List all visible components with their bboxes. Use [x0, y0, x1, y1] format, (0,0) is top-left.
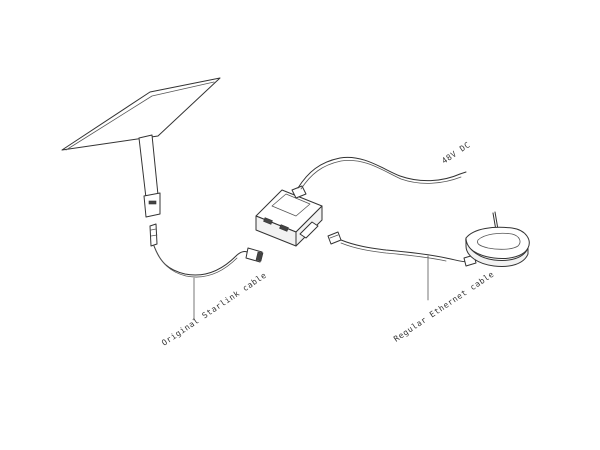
- power-cable: [297, 156, 467, 190]
- ethernet-cable: [327, 231, 477, 267]
- starlink-cable-label: Original Starlink cable: [160, 271, 268, 348]
- starlink-dish-icon: [61, 77, 221, 218]
- ethernet-adapter-icon: [255, 185, 323, 247]
- ethernet-cable-label: Regular Ethernet cable: [392, 270, 496, 344]
- starlink-cable: [149, 223, 264, 278]
- wifi-router-icon: [465, 211, 530, 267]
- power-label: 48V DC: [440, 140, 472, 166]
